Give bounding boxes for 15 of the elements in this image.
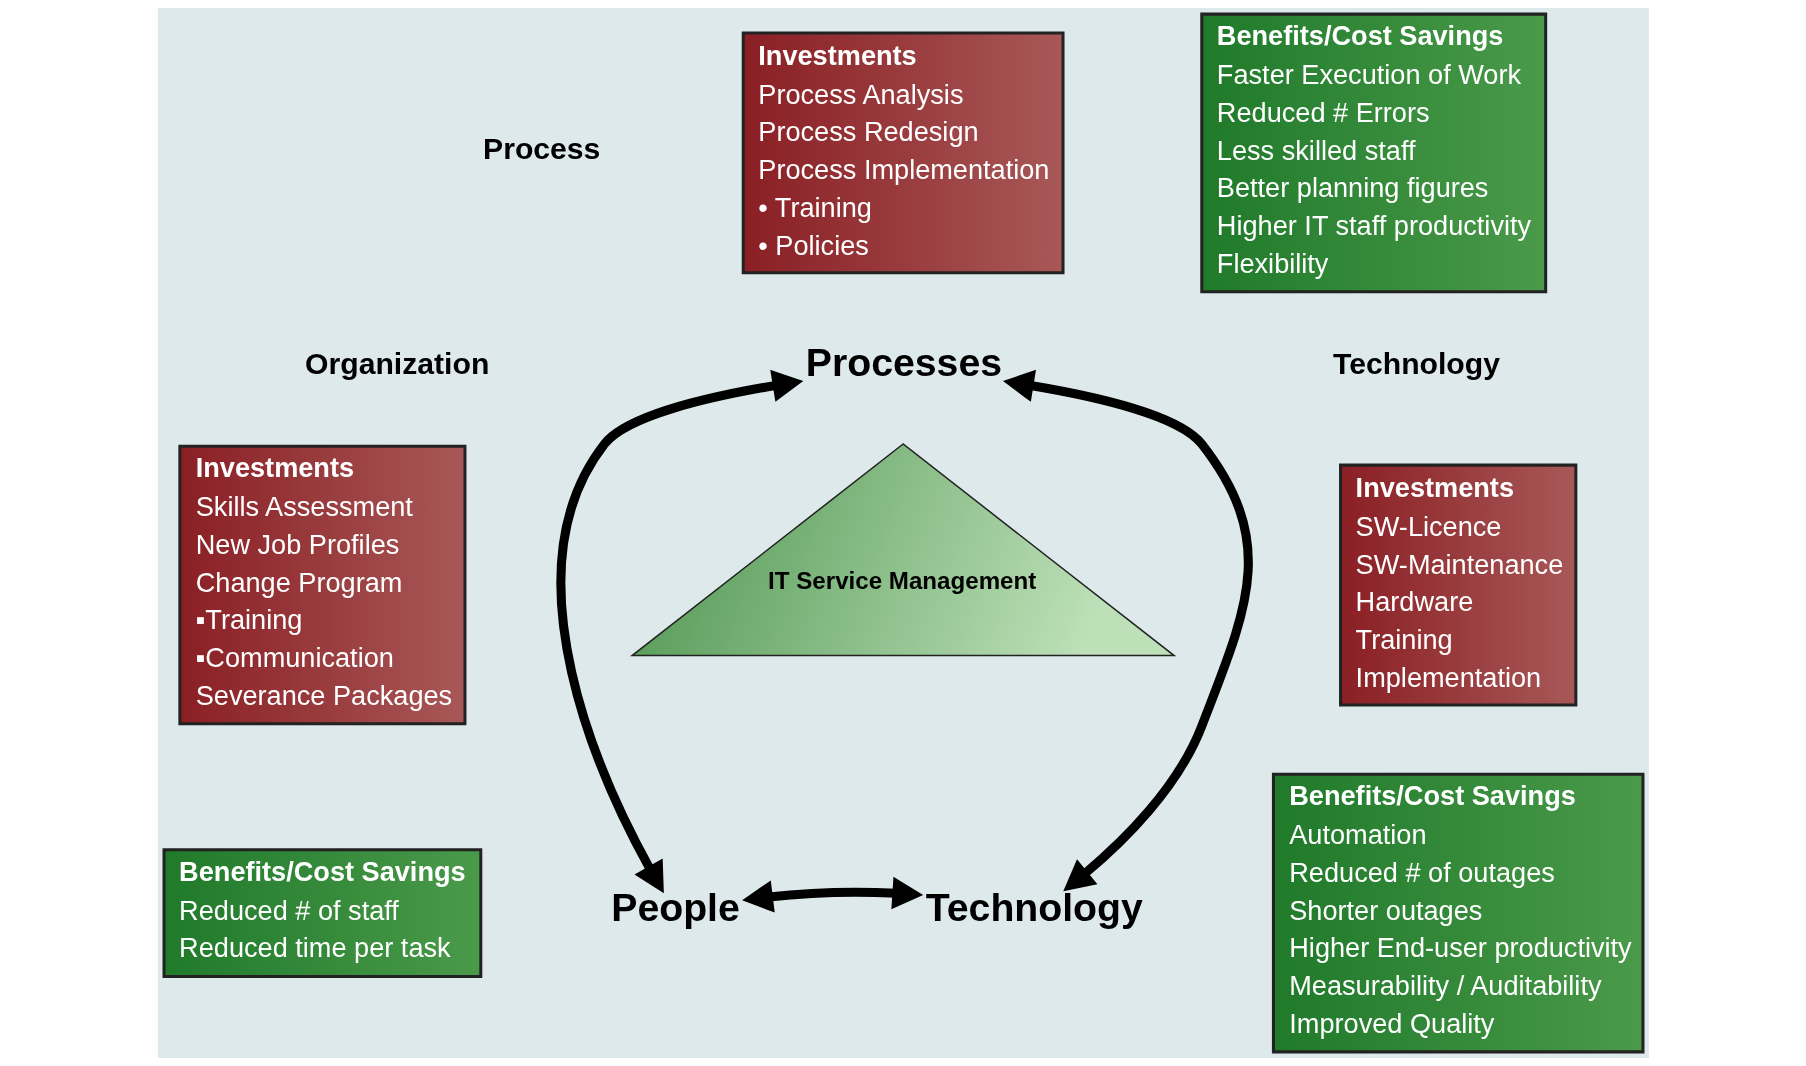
node-text: Technology <box>925 886 1143 930</box>
node-box: Investments SW-Licence SW-Maintenance Hardware Training Implementation <box>1338 463 1577 707</box>
node-box: Benefits/Cost Savings Reduced # of staff Reduced time per task <box>162 848 482 978</box>
node-box: Investments Skills Assessment New Job Profiles Change Program ▪Training ▪Communication Severance Packages <box>177 444 466 726</box>
node-text: People <box>610 886 740 930</box>
node-box: Benefits/Cost Savings Automation Reduced # of outages Shorter outages Higher End-user productivity Measurability / Auditability Improved Quality <box>1271 772 1644 1054</box>
label: Organization <box>304 346 489 380</box>
label: Process <box>482 131 600 165</box>
node-box: Investments Process Analysis Process Redesign Process Implementation • Training • Policies <box>741 31 1064 275</box>
arrow <box>741 876 923 913</box>
label: Technology <box>1332 346 1500 380</box>
arrow <box>1002 369 1253 892</box>
node-box: Benefits/Cost Savings Faster Execution of Work Reduced # Errors Less skilled staff Better planning figures Higher IT staff productivity Flexibility <box>1199 12 1547 294</box>
arrow <box>556 369 803 894</box>
node-text: Processes <box>805 340 1002 384</box>
